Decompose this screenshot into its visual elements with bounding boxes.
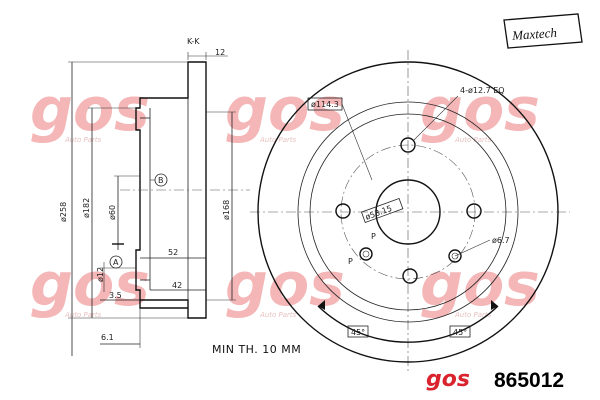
label-pcd: ø114.3 — [311, 100, 339, 109]
watermark-sub-2: Auto Parts — [259, 136, 297, 144]
watermark-sub-4: Auto Parts — [64, 311, 102, 319]
watermark-3: gos — [420, 75, 540, 145]
brand-logo-frame — [503, 13, 583, 49]
bottom-brand: gos 865012 — [426, 367, 564, 392]
stud-hole-top — [400, 137, 416, 153]
dim-depth-42: 42 — [172, 281, 182, 290]
dim-diameter-168: ø168 — [222, 200, 231, 220]
watermark-6: gos — [420, 250, 540, 320]
watermark-layer: gos Auto Parts gos Auto Parts gos Auto P… — [30, 75, 540, 320]
small-hole-left — [359, 247, 373, 261]
label-small-hole: ø6.7 — [492, 236, 510, 245]
brand-logo-text: Maxtech — [511, 25, 558, 43]
dim-diameter-258: ø258 — [59, 202, 68, 222]
watermark-sub-3: Auto Parts — [454, 136, 492, 144]
section-view: K-K 12 ø258 ø182 ø60 ø168 ø12 — [59, 37, 250, 356]
label-holes: 4-ø12.7 EQ — [460, 86, 505, 95]
watermark-sub-1: Auto Parts — [64, 136, 102, 144]
stud-hole-right — [466, 203, 482, 219]
dim-diameter-60: ø60 — [108, 205, 117, 220]
label-angle-right: 45° — [453, 328, 467, 337]
dim-depth-52: 52 — [168, 248, 178, 257]
stud-hole-left — [335, 203, 351, 219]
watermark-1: gos — [30, 75, 150, 145]
dim-diameter-182: ø182 — [82, 198, 91, 218]
part-number: 865012 — [494, 369, 564, 392]
center-bore — [375, 179, 441, 245]
watermark-4: gos — [30, 250, 150, 320]
label-p-2: P — [348, 257, 353, 266]
dim-thickness-12: 12 — [215, 48, 225, 57]
dim-diameter-12: ø12 — [96, 267, 105, 282]
stud-hole-bottom — [402, 268, 418, 284]
watermark-sub-6: Auto Parts — [454, 311, 492, 319]
dim-offset-3-5: 3.5 — [109, 291, 122, 300]
label-p-1: P — [371, 232, 376, 241]
label-angle-left: 45° — [351, 328, 365, 337]
callout-b: B — [158, 176, 164, 185]
label-center-bore: ø53.15 — [364, 204, 393, 222]
watermark-sub-5: Auto Parts — [259, 311, 297, 319]
brand-logo: Maxtech — [503, 13, 583, 49]
section-label: K-K — [187, 37, 200, 46]
disc-outer-circle — [257, 61, 559, 363]
min-thickness-label: MIN TH. 10 MM — [212, 343, 301, 356]
small-hole-right — [448, 249, 462, 263]
bottom-logo: gos — [426, 367, 470, 392]
dim-offset-6-1: 6.1 — [101, 333, 114, 342]
section-disc-outline — [135, 61, 207, 319]
watermark-5: gos — [225, 250, 345, 320]
callout-a: A — [113, 258, 119, 267]
